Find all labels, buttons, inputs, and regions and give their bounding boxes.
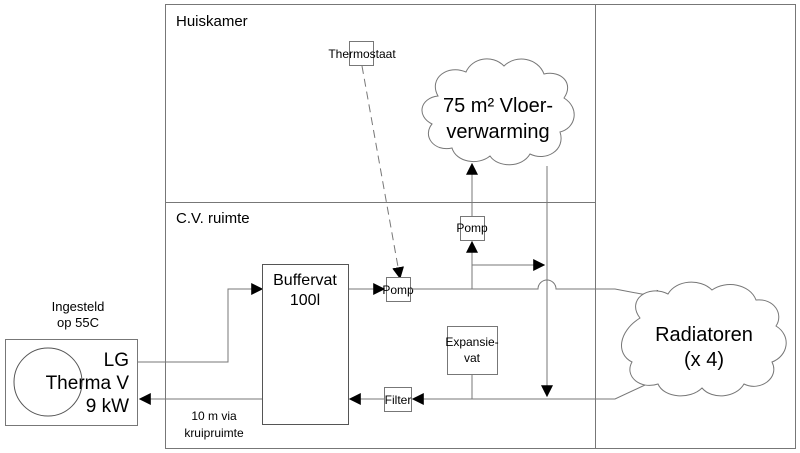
- main-pump-label: Pomp: [382, 283, 414, 297]
- filter-box: [384, 387, 412, 412]
- floor-pump-label: Pomp: [456, 221, 488, 235]
- heat-pump-setting-line2: op 55C: [57, 315, 99, 330]
- expansion-vessel: [447, 326, 498, 375]
- heat-pump-name-line1: LG: [104, 350, 129, 371]
- floor-heating-label-line2: verwarming: [446, 121, 549, 143]
- floor-heating-label-line1: 75 m² Vloer-: [443, 95, 553, 117]
- main-pump-box: [386, 277, 411, 302]
- buffer-label-line1: Buffervat: [273, 272, 337, 289]
- radiators-label-line2: (x 4): [684, 349, 724, 371]
- heat-pump-name-line3: 9 kW: [86, 396, 129, 417]
- buffer-label-line2: 100l: [290, 292, 320, 309]
- pipe-note-line1: 10 m via: [191, 409, 237, 423]
- supply-pipe-to-radiators: [411, 279, 670, 304]
- floor-heating-cloud: [421, 58, 575, 166]
- heat-pump-setting-line1: Ingesteld: [52, 299, 105, 314]
- radiators-return-pipe: [411, 384, 646, 405]
- living-room-label: Huiskamer: [176, 13, 248, 30]
- thermostat-box: [349, 41, 374, 66]
- heat-pump-unit: [5, 339, 138, 426]
- thermostat-control-line: [361, 65, 405, 280]
- radiators-cloud: [621, 281, 787, 397]
- pipe-note-line2: kruipruimte: [184, 426, 244, 440]
- supply-pipe-to-buffer: [138, 283, 264, 363]
- floor-pump-box: [460, 216, 485, 241]
- expansion-label-line1: Expansie-: [445, 335, 498, 349]
- thermostat-label: Thermostaat: [328, 47, 396, 61]
- heat-pump-fan-icon: [13, 347, 83, 417]
- boiler-room-label: C.V. ruimte: [176, 210, 250, 227]
- outside-area: [595, 4, 796, 449]
- buffer-vessel: [262, 264, 349, 425]
- radiators-label-line1: Radiatoren: [655, 324, 753, 346]
- expansion-label-line2: vat: [464, 351, 481, 365]
- heat-pump-name-line2: Therma V: [46, 373, 130, 394]
- filter-label: Filter: [385, 393, 412, 407]
